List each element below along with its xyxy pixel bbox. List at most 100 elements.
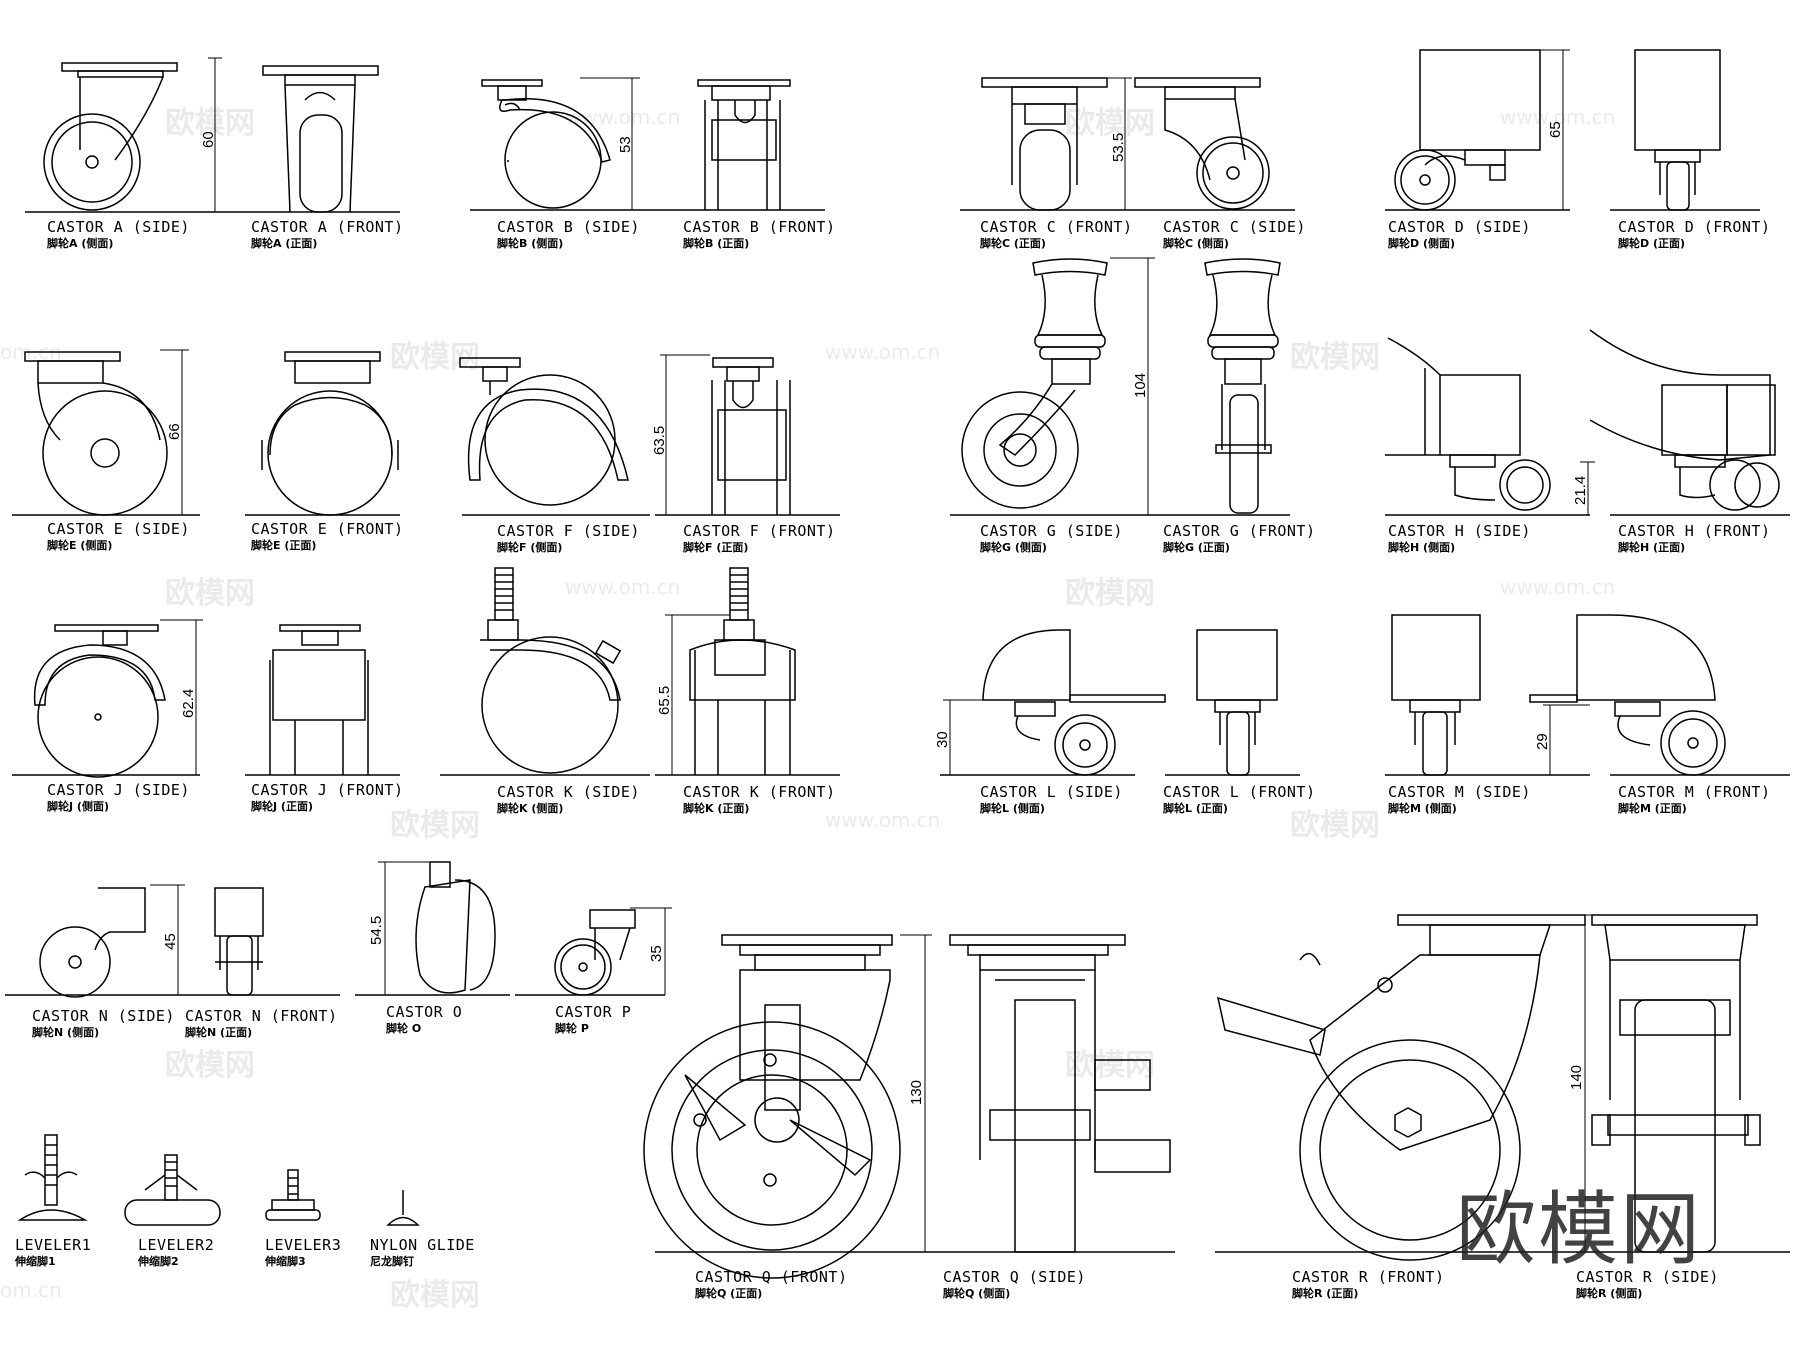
castor-r-front-drawing xyxy=(1216,914,1586,1261)
castor-b-side-drawing xyxy=(481,79,611,209)
caption-castor-q-side: CASTOR Q (SIDE)脚轮Q (侧面) xyxy=(943,1268,1086,1300)
watermark-url: om.cn xyxy=(0,1278,62,1302)
castor-g-front-drawing xyxy=(1204,258,1281,514)
dimension-value-j: 62.4 xyxy=(180,688,197,718)
castor-c-side-drawing xyxy=(1134,77,1270,210)
watermark-url: www.om.cn xyxy=(1500,105,1616,129)
watermark-logo: 欧模网 xyxy=(165,106,255,141)
castor-g-side-drawing xyxy=(961,258,1108,509)
dimension-value-o: 54.5 xyxy=(368,915,385,945)
watermark-url: www.om.cn xyxy=(565,105,681,129)
castor-a-front-drawing xyxy=(262,65,379,213)
watermark-logo: 欧模网 xyxy=(390,340,480,375)
caption-castor-r-side: CASTOR R (SIDE)脚轮R (侧面) xyxy=(1576,1268,1719,1300)
castor-e-front-drawing xyxy=(261,351,399,516)
castor-m-side-drawing xyxy=(1391,614,1481,776)
castor-h-side-drawing xyxy=(1385,337,1551,511)
caption-castor-f-side: CASTOR F (SIDE)脚轮F (侧面) xyxy=(497,522,640,554)
dimension-value-h: 21.4 xyxy=(1572,475,1589,505)
dimension-value-r: 140 xyxy=(1568,1064,1585,1090)
watermark-logo: 欧模网 xyxy=(390,1278,480,1313)
caption-castor-r-front: CASTOR R (FRONT)脚轮R (正面) xyxy=(1292,1268,1445,1300)
dimension-value-e: 66 xyxy=(166,423,183,440)
dimension-value-n: 45 xyxy=(162,933,179,950)
caption-castor-b-side: CASTOR B (SIDE)脚轮B (侧面) xyxy=(497,218,640,250)
watermark-url: om.cn xyxy=(0,340,62,364)
watermark-url: www.om.cn xyxy=(1500,575,1616,599)
watermark-logo: 欧模网 xyxy=(165,1048,255,1083)
caption-castor-b-front: CASTOR B (FRONT)脚轮B (正面) xyxy=(683,218,836,250)
watermark-logo: 欧模网 xyxy=(1290,340,1380,375)
dimension-value-g: 104 xyxy=(1132,372,1149,398)
castor-c-front-drawing xyxy=(981,77,1108,211)
caption-castor-l-side: CASTOR L (SIDE)脚轮L (侧面) xyxy=(980,783,1123,815)
castor-a-side-drawing xyxy=(43,62,178,211)
caption-castor-g-front: CASTOR G (FRONT)脚轮G (正面) xyxy=(1163,522,1316,554)
dimension-value-a: 60 xyxy=(200,131,217,148)
ground-lines xyxy=(5,209,1790,1253)
dimension-value-c: 53.5 xyxy=(1110,132,1127,162)
dimension-value-m: 29 xyxy=(1534,733,1551,750)
dimension-value-d: 65 xyxy=(1547,121,1564,138)
dimension-lines xyxy=(150,49,1595,1252)
caption-castor-m-front: CASTOR M (FRONT)脚轮M (正面) xyxy=(1618,783,1771,815)
caption-castor-m-side: CASTOR M (SIDE)脚轮M (侧面) xyxy=(1388,783,1531,815)
caption-castor-c-front: CASTOR C (FRONT)脚轮C (正面) xyxy=(980,218,1133,250)
dimension-value-q: 130 xyxy=(908,1079,925,1105)
caption-castor-l-front: CASTOR L (FRONT)脚轮L (正面) xyxy=(1163,783,1316,815)
castor-j-front-drawing xyxy=(269,624,369,775)
leveler-1-drawing xyxy=(17,1134,88,1221)
watermark-url: www.om.cn xyxy=(825,808,941,832)
castor-o-drawing xyxy=(415,861,496,994)
castor-e-side-drawing xyxy=(24,351,168,516)
caption-castor-a-side: CASTOR A (SIDE)脚轮A (侧面) xyxy=(47,218,190,250)
caption-castor-e-side: CASTOR E (SIDE)脚轮E (侧面) xyxy=(47,520,190,552)
caption-castor-j-front: CASTOR J (FRONT)脚轮J (正面) xyxy=(251,781,404,813)
leveler-2-drawing xyxy=(124,1154,221,1226)
dimension-value-p: 35 xyxy=(648,945,665,962)
dimension-value-b: 53 xyxy=(617,136,634,153)
caption-castor-j-side: CASTOR J (SIDE)脚轮J (侧面) xyxy=(47,781,190,813)
dimension-value-f: 63.5 xyxy=(651,425,668,455)
castor-d-side-drawing xyxy=(1394,49,1541,211)
watermark-logo: 欧模网 xyxy=(165,576,255,611)
watermark-large-logo: 欧模网 xyxy=(1456,1183,1702,1276)
caption-castor-q-front: CASTOR Q (FRONT)脚轮Q (正面) xyxy=(695,1268,848,1300)
caption-castor-d-front: CASTOR D (FRONT)脚轮D (正面) xyxy=(1618,218,1771,250)
watermark-url: www.om.cn xyxy=(825,340,941,364)
caption-castor-n-front: CASTOR N (FRONT)脚轮N (正面) xyxy=(185,1007,338,1039)
castor-q-side-drawing xyxy=(949,934,1171,1253)
castor-j-side-drawing xyxy=(33,624,166,778)
castor-h-front-drawing xyxy=(1589,329,1780,511)
caption-castor-f-front: CASTOR F (FRONT)脚轮F (正面) xyxy=(683,522,836,554)
castor-p-drawing xyxy=(554,909,636,996)
dimension-value-l: 30 xyxy=(934,731,951,748)
dimension-value-k: 65.5 xyxy=(656,685,673,715)
castor-r-side-drawing xyxy=(1591,914,1761,1253)
castor-k-side-drawing xyxy=(480,567,622,774)
caption-castor-h-side: CASTOR H (SIDE)脚轮H (侧面) xyxy=(1388,522,1531,554)
castor-f-front-drawing xyxy=(711,357,791,515)
castor-d-front-drawing xyxy=(1634,49,1721,211)
caption-castor-c-side: CASTOR C (SIDE)脚轮C (侧面) xyxy=(1163,218,1306,250)
caption-castor-h-front: CASTOR H (FRONT)脚轮H (正面) xyxy=(1618,522,1771,554)
castor-n-front-drawing xyxy=(214,887,264,996)
watermark-url: www.om.cn xyxy=(565,575,681,599)
watermark-logo: 欧模网 xyxy=(1290,808,1380,843)
watermark-logo: 欧模网 xyxy=(1065,106,1155,141)
castor-f-side-drawing xyxy=(459,357,629,506)
watermark-logo: 欧模网 xyxy=(1065,1048,1155,1083)
caption-castor-n-side: CASTOR N (SIDE)脚轮N (侧面) xyxy=(32,1007,175,1039)
castor-k-front-drawing xyxy=(689,567,796,775)
watermark-logo: 欧模网 xyxy=(1065,576,1155,611)
castor-q-front-drawing xyxy=(643,934,901,1279)
caption-castor-g-side: CASTOR G (SIDE)脚轮G (侧面) xyxy=(980,522,1123,554)
castor-l-front-drawing xyxy=(1196,629,1278,776)
nylon-glide-drawing xyxy=(386,1190,420,1226)
